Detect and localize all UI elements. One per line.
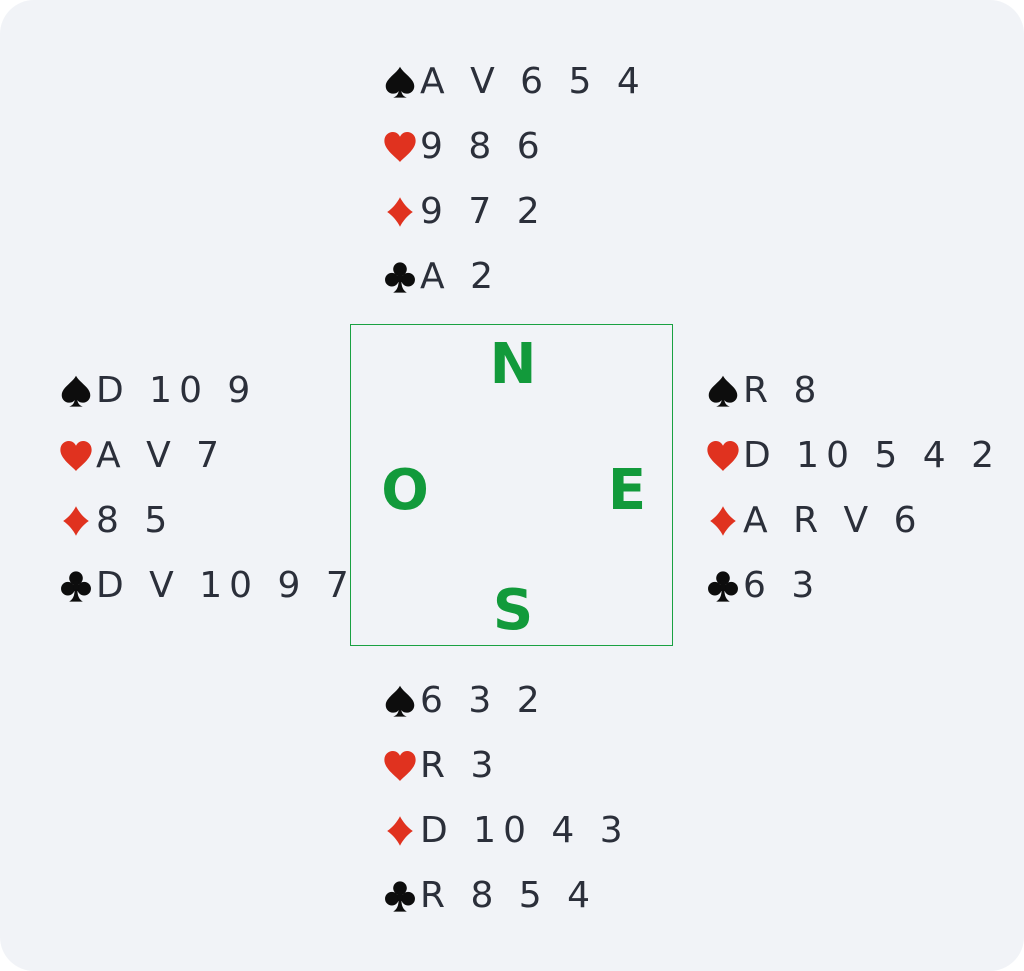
hand-east: R 8 D 10 5 4 2 A R V 6 6 3 [705,358,1001,618]
diamond-icon [58,505,94,537]
north-clubs-cards: A 2 [420,255,500,297]
east-clubs-cards: 6 3 [743,564,822,606]
east-clubs-row: 6 3 [705,553,1001,618]
heart-icon [58,439,94,473]
west-spades-cards: D 10 9 [96,369,258,411]
compass-north-label: N [489,332,537,397]
diamond-icon [705,505,741,537]
west-clubs-row: D V 10 9 7 [58,553,356,618]
south-hearts-cards: R 3 [420,744,501,786]
north-spades-row: A V 6 5 4 [382,49,647,114]
south-clubs-row: R 8 5 4 [382,863,630,928]
west-diamonds-cards: 8 5 [96,499,175,541]
south-hearts-row: R 3 [382,733,630,798]
south-spades-row: 6 3 2 [382,668,630,733]
east-spades-row: R 8 [705,358,1001,423]
east-diamonds-row: A R V 6 [705,488,1001,553]
south-spades-cards: 6 3 2 [420,679,547,721]
club-icon [58,569,94,603]
west-clubs-cards: D V 10 9 7 [96,564,356,606]
east-hearts-row: D 10 5 4 2 [705,423,1001,488]
club-icon [382,879,418,913]
north-hearts-cards: 9 8 6 [420,125,547,167]
heart-icon [382,749,418,783]
south-clubs-cards: R 8 5 4 [420,874,598,916]
north-hearts-row: 9 8 6 [382,114,647,179]
south-diamonds-cards: D 10 4 3 [420,809,630,851]
north-diamonds-cards: 9 7 2 [420,190,547,232]
heart-icon [705,439,741,473]
east-spades-cards: R 8 [743,369,824,411]
club-icon [382,260,418,294]
north-spades-cards: A V 6 5 4 [420,60,647,102]
west-diamonds-row: 8 5 [58,488,356,553]
club-icon [705,569,741,603]
west-hearts-cards: A V 7 [96,434,227,476]
hand-south: 6 3 2 R 3 D 10 4 3 R 8 5 4 [382,668,630,928]
hand-north: A V 6 5 4 9 8 6 9 7 2 A 2 [382,49,647,309]
east-hearts-cards: D 10 5 4 2 [743,434,1002,476]
north-diamonds-row: 9 7 2 [382,179,647,244]
spade-icon [382,684,418,718]
west-hearts-row: A V 7 [58,423,356,488]
spade-icon [705,374,741,408]
hand-west: D 10 9 A V 7 8 5 D V 10 9 7 [58,358,356,618]
heart-icon [382,130,418,164]
south-diamonds-row: D 10 4 3 [382,798,630,863]
compass-box: N O E S [350,324,673,646]
diamond-icon [382,815,418,847]
spade-icon [382,65,418,99]
west-spades-row: D 10 9 [58,358,356,423]
compass-east-label: E [607,458,647,523]
east-diamonds-cards: A R V 6 [743,499,924,541]
diamond-icon [382,196,418,228]
spade-icon [58,374,94,408]
compass-south-label: S [492,578,534,643]
north-clubs-row: A 2 [382,244,647,309]
compass-west-label: O [381,458,429,523]
